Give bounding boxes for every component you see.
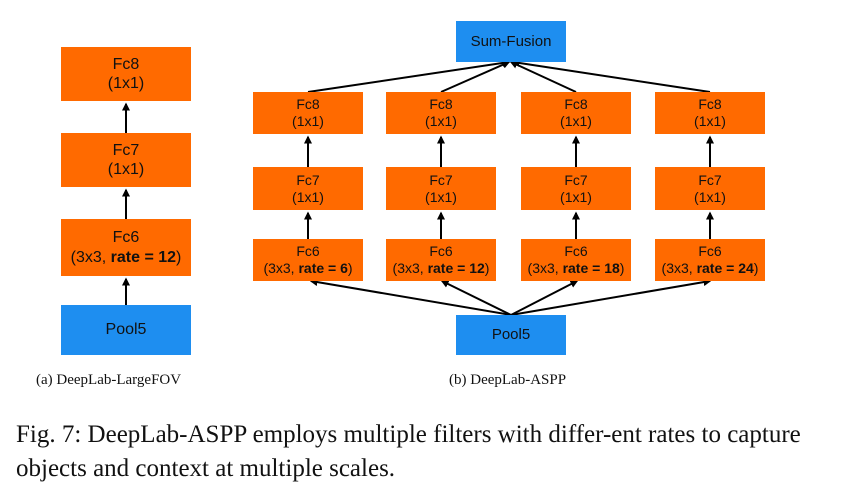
b3-fc8-box: Fc8 (1x1) — [521, 92, 631, 134]
b3-fc6-params: (3x3, rate = 18) — [527, 260, 625, 276]
b4-fc7-params: (1x1) — [694, 188, 726, 205]
a-fc6-name: Fc6 — [112, 229, 140, 247]
b1-fc6-box: Fc6 (3x3, rate = 6) — [253, 239, 363, 281]
arrow-b-pool5-to-fc6-2 — [440, 280, 512, 316]
a-pool5-label: Pool5 — [105, 321, 147, 339]
arrow-b2-fc8-to-fusion — [440, 60, 511, 93]
arrow-b3-fc8-to-fusion — [509, 61, 577, 93]
b2-fc8-name: Fc8 — [429, 96, 453, 113]
b2-fc7-name: Fc7 — [429, 171, 453, 188]
b1-fc8-params: (1x1) — [292, 113, 324, 129]
b2-fc7-params: (1x1) — [425, 188, 457, 205]
b3-fc8-params: (1x1) — [560, 113, 592, 129]
b-sum-fusion-box: Sum-Fusion — [456, 21, 566, 62]
b1-fc7-params: (1x1) — [292, 188, 324, 205]
a-fc7-box: Fc7 (1x1) — [61, 133, 191, 187]
b2-fc8-box: Fc8 (1x1) — [386, 92, 496, 134]
a-pool5-box: Pool5 — [61, 305, 191, 355]
b1-fc7-name: Fc7 — [296, 171, 320, 188]
caption-b: (b) DeepLab-ASPP — [449, 372, 567, 388]
a-fc6-params: (3x3, rate = 12) — [70, 248, 182, 266]
b3-fc7-name: Fc7 — [564, 171, 588, 188]
b4-fc7-name: Fc7 — [698, 171, 722, 188]
b3-fc6-box: Fc6 (3x3, rate = 18) — [521, 239, 631, 281]
b4-fc8-box: Fc8 (1x1) — [655, 92, 765, 134]
b-pool5-box: Pool5 — [456, 315, 566, 355]
b3-fc7-params: (1x1) — [560, 188, 592, 205]
b1-fc8-name: Fc8 — [296, 96, 320, 113]
b-sum-fusion-label: Sum-Fusion — [470, 32, 552, 50]
b2-fc6-name: Fc6 — [429, 243, 453, 260]
b4-fc7-box: Fc7 (1x1) — [655, 167, 765, 210]
a-fc7-name: Fc7 — [112, 141, 140, 159]
b4-fc8-name: Fc8 — [698, 96, 722, 113]
arrow-b4-fc8-to-fusion — [511, 59, 711, 93]
figure-caption: Fig. 7: DeepLab-ASPP employs multiple fi… — [16, 421, 801, 482]
arrow-b1-fc8-to-fusion — [307, 59, 511, 93]
b4-fc8-params: (1x1) — [694, 113, 726, 129]
b2-fc8-params: (1x1) — [425, 113, 457, 129]
b3-fc6-name: Fc6 — [564, 243, 588, 260]
arrow-b-pool5-to-fc6-4 — [510, 278, 712, 316]
b1-fc8-box: Fc8 (1x1) — [253, 92, 363, 134]
b4-fc6-box: Fc6 (3x3, rate = 24) — [655, 239, 765, 281]
b1-fc7-box: Fc7 (1x1) — [253, 167, 363, 210]
caption-a: (a) DeepLab-LargeFOV — [36, 372, 182, 388]
b-pool5-label: Pool5 — [491, 326, 531, 343]
b2-fc7-box: Fc7 (1x1) — [386, 167, 496, 210]
b4-fc6-params: (3x3, rate = 24) — [661, 260, 759, 276]
a-fc8-box: Fc8 (1x1) — [61, 47, 191, 101]
b1-fc6-params: (3x3, rate = 6) — [263, 260, 353, 276]
a-fc7-params: (1x1) — [107, 161, 145, 178]
a-fc8-params: (1x1) — [107, 75, 145, 92]
b1-fc6-name: Fc6 — [296, 243, 320, 260]
a-fc6-box: Fc6 (3x3, rate = 12) — [61, 219, 191, 276]
b2-fc6-params: (3x3, rate = 12) — [392, 260, 490, 276]
a-fc8-name: Fc8 — [112, 55, 140, 73]
arrow-b-pool5-to-fc6-3 — [510, 280, 579, 316]
b3-fc7-box: Fc7 (1x1) — [521, 167, 631, 210]
b3-fc8-name: Fc8 — [564, 96, 588, 113]
b2-fc6-box: Fc6 (3x3, rate = 12) — [386, 239, 496, 281]
arrow-b-pool5-to-fc6-1 — [309, 278, 512, 316]
b4-fc6-name: Fc6 — [698, 243, 722, 260]
